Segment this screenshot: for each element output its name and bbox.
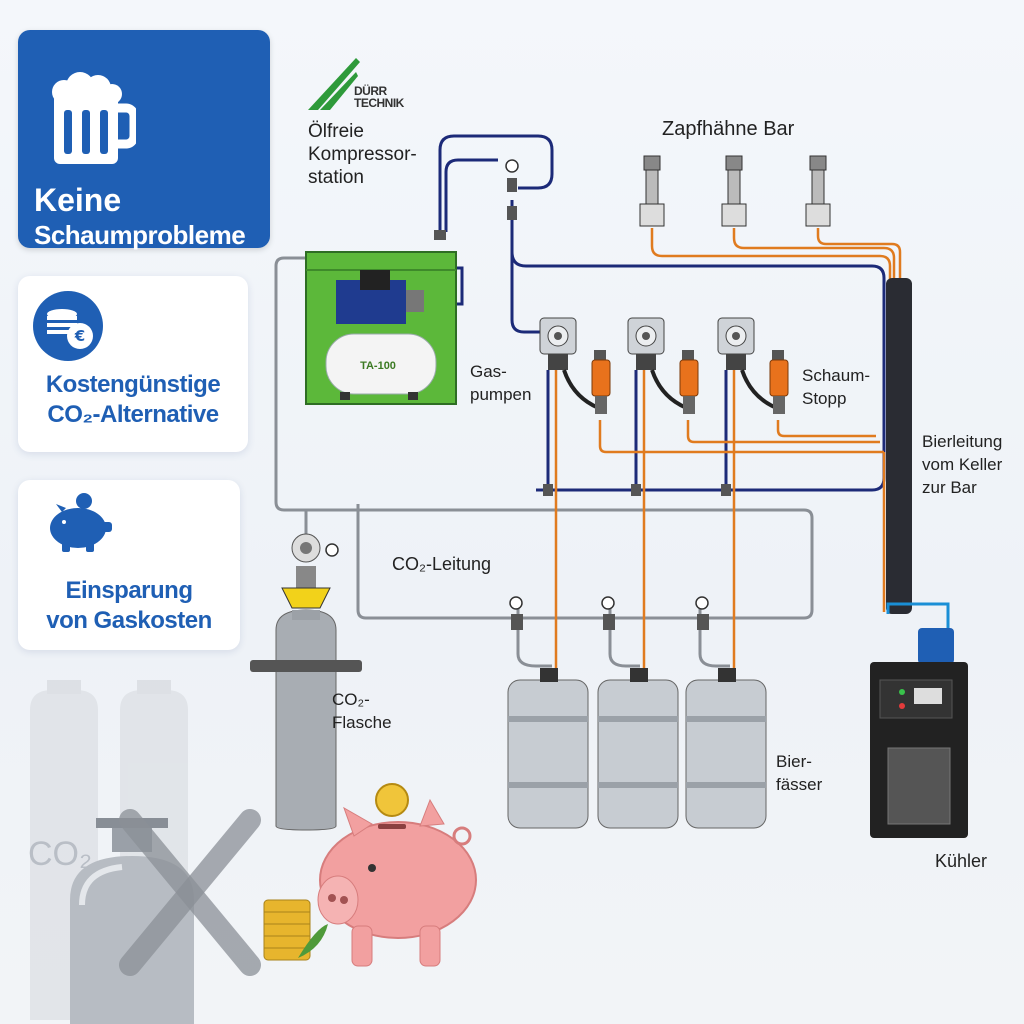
piggy-bank-icon [50,493,112,552]
kegs-label: Bier- fässer [776,750,822,796]
gas-pumps-label: Gas- pumpen [470,360,531,406]
co2-bottle-label: CO₂- Flasche [332,688,392,734]
beer-tap [805,155,831,227]
logo-wordmark: DÜRR TECHNIK [354,85,404,109]
foam-stop [769,350,789,414]
feature-savings-text: Einsparung von Gaskosten [18,576,240,636]
kegs-label-line1: Bier- [776,752,812,771]
taps-label: Zapfhähne Bar [662,118,795,140]
co2-bottle-label-line1: CO₂- [332,690,370,709]
duerr-technik-logo [308,58,360,110]
feature-savings-line2: von Gaskosten [46,607,212,634]
foam-stop-label: Schaum- Stopp [802,364,870,410]
beer-line-label-line1: Bierleitung [922,432,1003,451]
feature-cost-line2: CO₂-Alternative [47,401,219,428]
feature-card-savings: Einsparung von Gaskosten [18,480,240,650]
cross-out-icon [119,809,261,976]
pressure-gauges [325,159,709,610]
compressor-station [305,251,457,405]
beer-tap [639,155,665,227]
beer-keg [507,668,589,829]
feature-cost-text: Kostengünstige CO₂-Alternative [18,370,248,430]
co2-bottle-label-line2: Flasche [332,713,392,732]
gas-pump [627,317,693,412]
foam-stop-label-line1: Schaum- [802,366,871,385]
feature-card-cost: € Kostengünstige CO₂-Alternative [18,276,248,452]
logo-line1: DÜRR [354,84,387,98]
coins-euro-icon: € [33,291,103,361]
foam-stop [591,350,611,414]
co2-bottle [250,533,362,831]
gas-pumps-label-line2: pumpen [470,385,532,404]
valves [434,178,731,630]
feature-card-no-foam: Keine Schaumprobleme [18,30,270,250]
feature-cost-line1: Kostengünstige [45,371,221,398]
cooler-label: Kühler [935,851,988,871]
logo-line2: TECHNIK [354,96,404,110]
foam-stop [679,350,699,414]
compressor-label-line2: Kompressor- [308,144,417,165]
co2-line-label: CO₂-Leitung [392,554,492,574]
compressor-label: Ölfreie Kompressor- station [308,120,417,189]
beer-line-insulation [886,278,912,614]
foam-stop-label-line2: Stopp [802,389,847,408]
gas-pumps-label-line1: Gas- [470,362,507,381]
feature-title-line2: Schaumprobleme [34,220,246,250]
compressor-label-line1: Ölfreie [308,121,364,142]
beer-line [554,228,902,680]
beer-line-label-line2: vom Keller [922,455,1003,474]
background-bottle-label: CO₂ [28,835,92,873]
kegs-label-line2: fässer [776,775,823,794]
beer-keg [597,668,679,829]
svg-text:€: € [74,327,85,345]
beer-line-label-line3: zur Bar [922,478,977,497]
feature-title-line1: Keine [34,182,122,218]
compressor-tag: TA-100 [360,360,396,372]
piggy-bank [317,783,477,967]
coin-stack [263,899,328,961]
beer-line-label: Bierleitung vom Keller zur Bar [922,430,1002,499]
beer-keg [685,668,767,829]
beer-cooler [870,602,968,838]
beer-tap [721,155,747,227]
compressor-label-line3: station [308,167,364,188]
beer-mug-icon [52,72,136,164]
feature-savings-line1: Einsparung [65,577,193,604]
